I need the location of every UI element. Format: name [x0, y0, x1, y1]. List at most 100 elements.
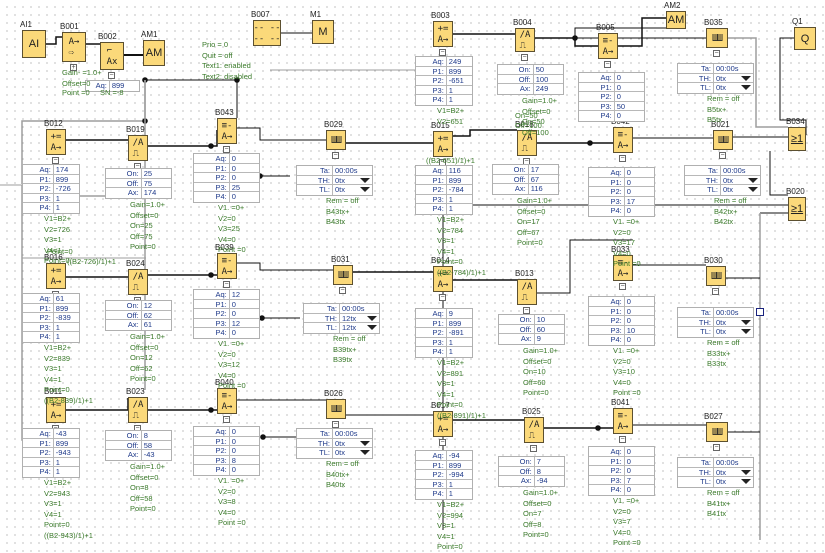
parameter-value[interactable]: 12 — [230, 319, 259, 328]
parameter-value[interactable]: 7 — [625, 476, 654, 485]
dropdown-arrow-icon[interactable] — [360, 450, 370, 455]
analog-mux-block[interactable]: ≡- A→ — [217, 388, 237, 414]
parameter-value[interactable]: -839 — [54, 313, 79, 322]
parameter-value[interactable]: 12tx — [340, 314, 379, 323]
analog-amplifier-block[interactable]: A→ ⇨ — [62, 32, 86, 62]
analog-mux-block[interactable]: ≡- A→ — [613, 255, 633, 281]
parameter-value[interactable]: -94 — [535, 476, 564, 486]
analog-mux-block[interactable]: ≡- A→ — [217, 253, 237, 279]
parameter-value[interactable]: 0 — [625, 168, 654, 177]
parameter-value[interactable]: 100 — [534, 75, 563, 84]
analog-threshold-block[interactable]: /A ⎍ — [515, 28, 535, 52]
parameter-value[interactable]: 8 — [142, 431, 171, 440]
pulse-generator-block[interactable]: ШШ — [326, 130, 346, 150]
parameter-value[interactable]: 116 — [447, 166, 472, 175]
parameter-value[interactable]: 58 — [142, 441, 171, 450]
parameter-value[interactable]: 0 — [230, 192, 259, 202]
parameter-value[interactable]: 0 — [625, 457, 654, 466]
parameter-value[interactable]: 1 — [447, 489, 472, 499]
parameter-value[interactable]: 0 — [230, 465, 259, 475]
parameter-value[interactable]: -784 — [447, 185, 472, 194]
parameter-value[interactable]: 0tx — [714, 318, 753, 327]
parameter-value[interactable]: 0 — [615, 83, 644, 92]
parameter-value[interactable]: -943 — [54, 448, 79, 457]
parameter-value[interactable]: 0tx — [333, 448, 372, 458]
collapse-toggle-icon[interactable]: − — [619, 155, 626, 162]
pulse-generator-block[interactable]: ШШ — [706, 422, 728, 442]
analog-threshold-block[interactable]: /A ⎍ — [128, 397, 148, 423]
parameter-value[interactable]: 0tx — [333, 439, 372, 448]
parameter-value[interactable]: 00:00s — [714, 458, 753, 467]
flag-block[interactable]: M — [312, 20, 334, 44]
parameter-value[interactable]: 1 — [54, 467, 79, 477]
parameter-value[interactable]: 1 — [54, 332, 79, 342]
parameter-value[interactable]: 0 — [625, 335, 654, 345]
parameter-value[interactable]: 75 — [142, 179, 171, 188]
parameter-value[interactable]: 00:00s — [333, 429, 372, 438]
parameter-value[interactable]: 1 — [54, 323, 79, 332]
parameter-value[interactable]: 0 — [230, 300, 259, 309]
parameter-value[interactable]: 1 — [447, 195, 472, 204]
parameter-value[interactable]: 0tx — [714, 83, 753, 93]
parameter-value[interactable]: 61 — [54, 294, 79, 303]
or-block[interactable]: ≥1 — [788, 197, 806, 221]
parameter-value[interactable]: -994 — [447, 470, 472, 479]
parameter-value[interactable]: 899 — [447, 461, 472, 470]
parameter-value[interactable]: 50 — [615, 102, 644, 111]
parameter-value[interactable]: 00:00s — [714, 64, 753, 73]
dropdown-arrow-icon[interactable] — [748, 177, 758, 183]
parameter-value[interactable]: 10 — [535, 315, 564, 324]
dropdown-arrow-icon[interactable] — [367, 315, 377, 321]
parameter-value[interactable]: 60 — [535, 325, 564, 334]
message-text-block[interactable]: -- -- -- -- — [253, 20, 281, 46]
parameter-value[interactable]: 12 — [142, 301, 171, 310]
collapse-toggle-icon[interactable]: − — [523, 307, 530, 314]
collapse-toggle-icon[interactable]: − — [712, 288, 719, 295]
parameter-value[interactable]: 00:00s — [340, 304, 379, 313]
parameter-value[interactable]: 25 — [230, 183, 259, 192]
analog-flag-block[interactable]: AM — [666, 11, 686, 29]
analog-mux-block[interactable]: ≡- A→ — [613, 408, 633, 434]
parameter-value[interactable]: 899 — [54, 439, 79, 448]
parameter-value[interactable]: 9 — [447, 309, 472, 318]
parameter-value[interactable]: 0tx — [714, 327, 753, 337]
dropdown-arrow-icon[interactable] — [741, 329, 751, 334]
parameter-value[interactable]: 0tx — [721, 185, 760, 195]
parameter-value[interactable]: 899 — [447, 176, 472, 185]
pulse-generator-block[interactable]: ШШ — [706, 28, 728, 48]
dropdown-arrow-icon[interactable] — [360, 440, 370, 446]
pulse-generator-block[interactable]: ШШ — [333, 265, 353, 285]
analog-threshold-block[interactable]: /A ⎍ — [517, 130, 537, 156]
collapse-toggle-icon[interactable]: − — [719, 152, 726, 159]
parameter-value[interactable]: 7 — [535, 457, 564, 466]
parameter-value[interactable]: -43 — [142, 450, 171, 460]
parameter-value[interactable]: 25 — [142, 169, 171, 178]
parameter-value[interactable]: 0 — [625, 307, 654, 316]
or-block[interactable]: ≥1 — [788, 127, 806, 151]
parameter-value[interactable]: -726 — [54, 184, 79, 193]
parameter-value[interactable]: 00:00s — [714, 308, 753, 317]
parameter-value[interactable]: 0 — [230, 437, 259, 446]
parameter-value[interactable]: 12 — [230, 290, 259, 299]
analog-math-block[interactable]: += A→ — [46, 397, 66, 423]
output-block[interactable]: Q — [794, 27, 816, 50]
analog-threshold-block[interactable]: /A ⎍ — [128, 269, 148, 295]
parameter-value[interactable]: 17 — [625, 197, 654, 206]
parameter-value[interactable]: 0tx — [714, 477, 753, 487]
parameter-value[interactable]: 1 — [447, 95, 472, 105]
